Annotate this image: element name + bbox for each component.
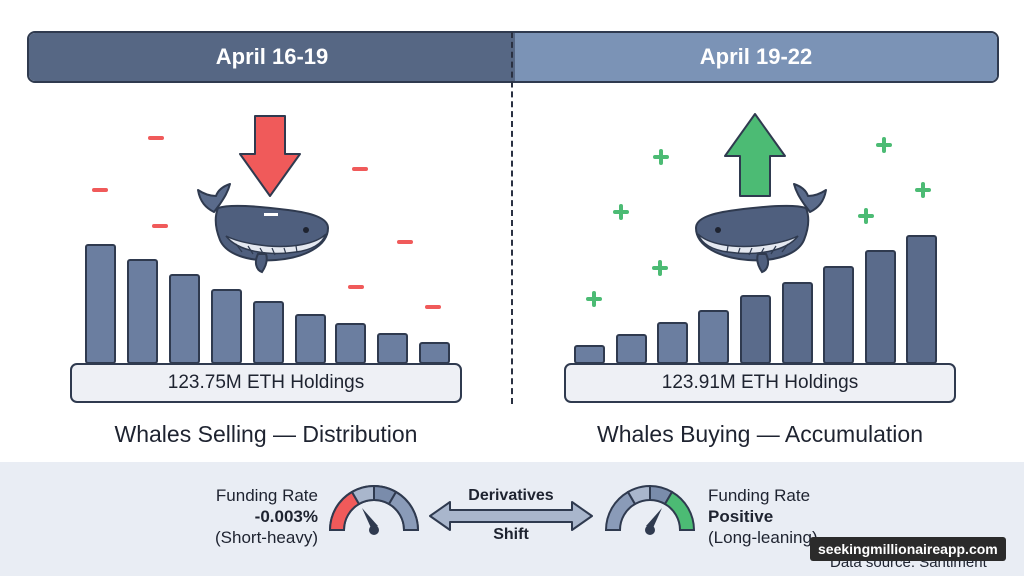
bar bbox=[169, 274, 200, 364]
right-funding-value: Positive bbox=[708, 507, 774, 526]
bar bbox=[419, 342, 450, 364]
minus-icon bbox=[348, 285, 364, 289]
minus-icon bbox=[148, 136, 164, 140]
arrow-down-icon bbox=[239, 115, 301, 197]
bar bbox=[127, 259, 158, 364]
period-header: April 16-19 April 19-22 bbox=[27, 31, 999, 83]
bar bbox=[253, 301, 284, 364]
right-holdings-box: 123.91M ETH Holdings bbox=[564, 363, 956, 403]
plus-icon bbox=[652, 260, 668, 276]
left-funding-value: -0.003% bbox=[254, 507, 318, 526]
bar bbox=[782, 282, 813, 364]
right-holdings-value: 123.91M ETH Holdings bbox=[661, 372, 859, 393]
plus-icon bbox=[858, 208, 874, 224]
bar bbox=[85, 244, 116, 364]
left-funding-title: Funding Rate bbox=[215, 486, 318, 505]
minus-icon bbox=[352, 167, 368, 171]
bar bbox=[377, 333, 408, 364]
bar bbox=[335, 323, 366, 364]
minus-icon bbox=[92, 188, 108, 192]
whale-icon bbox=[694, 183, 827, 274]
minus-icon bbox=[152, 224, 168, 228]
center-divider bbox=[511, 32, 513, 404]
plus-icon bbox=[876, 137, 892, 153]
left-bars bbox=[85, 244, 450, 364]
bar bbox=[616, 334, 647, 364]
period-left-label: April 16-19 bbox=[29, 33, 515, 81]
right-funding-title: Funding Rate bbox=[708, 486, 811, 505]
bar bbox=[295, 314, 326, 364]
plus-icon bbox=[915, 182, 931, 198]
left-funding-text: Funding Rate -0.003% (Short-heavy) bbox=[196, 485, 318, 548]
bar bbox=[211, 289, 242, 364]
double-arrow-icon bbox=[429, 501, 593, 531]
left-funding-note: (Short-heavy) bbox=[215, 528, 318, 547]
right-funding-text: Funding Rate Positive (Long-leaning) bbox=[708, 485, 838, 548]
plus-icons bbox=[586, 137, 931, 307]
bar bbox=[574, 345, 605, 364]
bar bbox=[698, 310, 729, 364]
funding-graphics bbox=[328, 484, 696, 535]
whale-icon bbox=[197, 183, 330, 274]
bar bbox=[865, 250, 896, 364]
shift-label: Shift bbox=[493, 526, 529, 543]
plus-icon bbox=[586, 291, 602, 307]
left-caption: Whales Selling — Distribution bbox=[114, 421, 418, 447]
bar bbox=[906, 235, 937, 364]
plus-icon bbox=[653, 149, 669, 165]
minus-icon bbox=[425, 305, 441, 309]
bar bbox=[823, 266, 854, 364]
period-right-label: April 19-22 bbox=[515, 33, 997, 81]
plus-icon bbox=[613, 204, 629, 220]
right-funding-note: (Long-leaning) bbox=[708, 528, 818, 547]
left-holdings-box: 123.75M ETH Holdings bbox=[70, 363, 462, 403]
left-holdings-value: 123.75M ETH Holdings bbox=[167, 372, 365, 393]
gauge-right-icon bbox=[604, 484, 696, 535]
derivatives-label: Derivatives bbox=[468, 487, 554, 504]
watermark: seekingmillionaireapp.com bbox=[810, 537, 1006, 561]
right-caption: Whales Buying — Accumulation bbox=[597, 421, 923, 447]
minus-icons bbox=[92, 136, 441, 309]
bar bbox=[657, 322, 688, 364]
gauge-left-icon bbox=[328, 484, 420, 535]
bar bbox=[740, 295, 771, 364]
minus-icon bbox=[397, 240, 413, 244]
arrow-up-icon bbox=[724, 113, 786, 197]
